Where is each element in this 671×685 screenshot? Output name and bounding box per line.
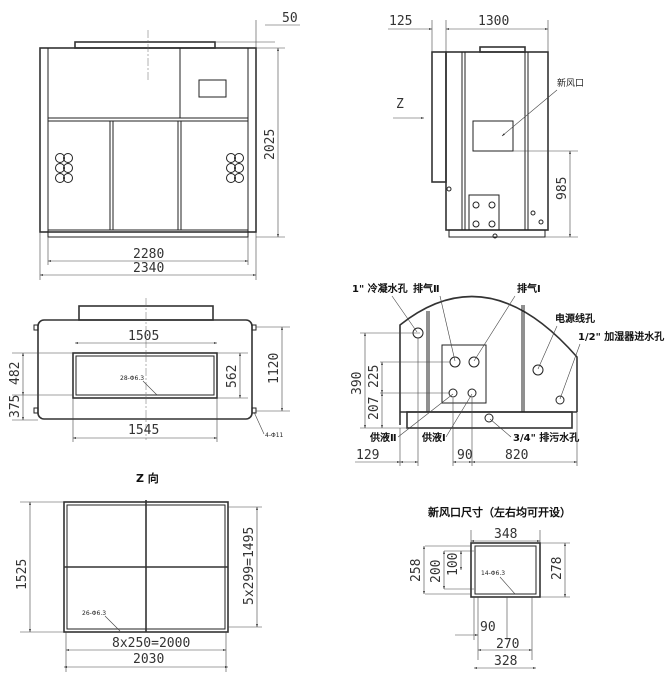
dim-opening-height: 562 xyxy=(225,365,240,388)
dim-left-offset: 125 xyxy=(389,14,412,29)
fresh-air-holes-note: 14-Φ6.3 xyxy=(481,570,505,577)
dim-258: 258 xyxy=(409,559,424,582)
holes-opening-note: 28-Φ6.3 xyxy=(120,375,144,382)
front-view: 50 2025 2280 2340 xyxy=(39,11,300,280)
dim-90-detail: 90 xyxy=(480,620,496,635)
dim-hole-pitch-horizontal: 8x250=2000 xyxy=(112,636,190,651)
dim-height: 2025 xyxy=(263,129,278,160)
control-window xyxy=(198,79,227,98)
z-direction-label: Z xyxy=(396,97,404,112)
dim-opening-outer: 1545 xyxy=(128,423,159,438)
dim-207: 207 xyxy=(367,397,382,420)
label-condensate-hole: 1" 冷凝水孔 xyxy=(352,282,408,295)
dim-z-width: 2030 xyxy=(133,652,164,667)
dim-348: 348 xyxy=(494,527,517,542)
dim-200: 200 xyxy=(429,560,444,583)
dim-225: 225 xyxy=(367,365,382,388)
label-power-cable-hole: 电源线孔 xyxy=(555,312,595,325)
fresh-air-detail-title: 新风口尺寸（左右均可开设） xyxy=(428,505,571,519)
label-drain-hole: 3/4" 排污水孔 xyxy=(513,431,579,444)
dim-328: 328 xyxy=(494,654,517,669)
label-humidifier-inlet: 1/2" 加湿器进水孔 xyxy=(578,330,664,343)
dim-outer-width: 2340 xyxy=(133,261,164,276)
dim-z-height: 1525 xyxy=(15,559,30,590)
fresh-air-label: 新风口 xyxy=(557,77,584,89)
dim-top-offset: 50 xyxy=(282,11,298,26)
fresh-air-detail: 新风口尺寸（左右均可开设） 348 278 258 200 100 14-Φ6.… xyxy=(409,505,571,669)
side-view: 125 1300 Z 新风口 985 xyxy=(388,14,584,239)
dim-278: 278 xyxy=(550,557,565,580)
label-supply-1: 供液Ⅰ xyxy=(421,431,446,444)
dim-90: 90 xyxy=(457,448,473,463)
front-port-circles xyxy=(55,153,244,183)
dim-390: 390 xyxy=(350,372,365,395)
dim-hole-pitch-vertical: 5x299=1495 xyxy=(242,527,257,605)
dim-fresh-air-height: 985 xyxy=(555,177,570,200)
dim-820: 820 xyxy=(505,448,528,463)
label-vent-2: 排气Ⅱ xyxy=(413,282,440,295)
z-view-title: Z 向 xyxy=(136,471,159,485)
z-holes-note: 26-Φ6.3 xyxy=(82,610,106,617)
top-view: 1505 1545 562 1120 482 375 28-Φ6.3 4-Φ11 xyxy=(8,298,290,442)
dim-upper: 482 xyxy=(8,362,23,385)
label-supply-2: 供液Ⅱ xyxy=(369,431,397,444)
fresh-air-opening xyxy=(472,120,514,152)
dim-inner-width: 2280 xyxy=(133,247,164,262)
dim-depth: 1300 xyxy=(478,14,509,29)
dim-129: 129 xyxy=(356,448,379,463)
dim-100: 100 xyxy=(446,553,461,576)
return-air-opening xyxy=(72,352,218,399)
dim-lower: 375 xyxy=(8,395,23,418)
dim-opening-inner: 1505 xyxy=(128,329,159,344)
z-view: Z 向 1525 5x299=1495 8x250=2000 2030 26-Φ… xyxy=(15,471,262,672)
label-vent-1: 排气Ⅰ xyxy=(517,282,541,295)
piping-view: 1" 冷凝水孔 排气Ⅱ 排气Ⅰ 电源线孔 1/2" 加湿器进水孔 供液Ⅱ 供液Ⅰ… xyxy=(350,282,664,466)
dim-unit-depth: 1120 xyxy=(267,353,282,384)
dim-270: 270 xyxy=(496,637,519,652)
holes-mount-note: 4-Φ11 xyxy=(265,432,284,439)
